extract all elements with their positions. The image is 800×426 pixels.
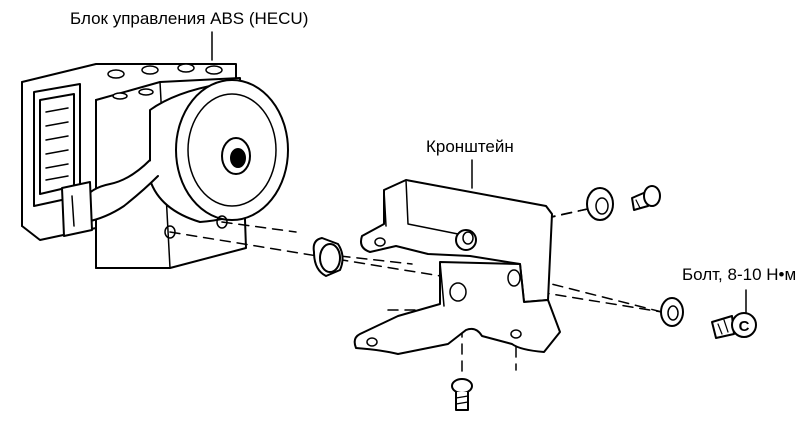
hecu-unit (21, 63, 289, 269)
bottom-bolt (451, 378, 473, 411)
bolt-c (711, 312, 757, 339)
bolt-torque-label: Болт, 8-10 Н•м (682, 265, 797, 284)
upper-washer (586, 187, 614, 221)
upper-bolt (631, 185, 661, 211)
leader-lines (211, 31, 747, 313)
bracket (353, 179, 561, 355)
lower-washer (660, 297, 684, 327)
hecu-label: Блок управления ABS (HECU) (70, 9, 309, 28)
rubber-bushing (312, 237, 344, 277)
bracket-label: Кронштейн (426, 137, 514, 156)
bolt-marker-letter: C (739, 318, 750, 335)
